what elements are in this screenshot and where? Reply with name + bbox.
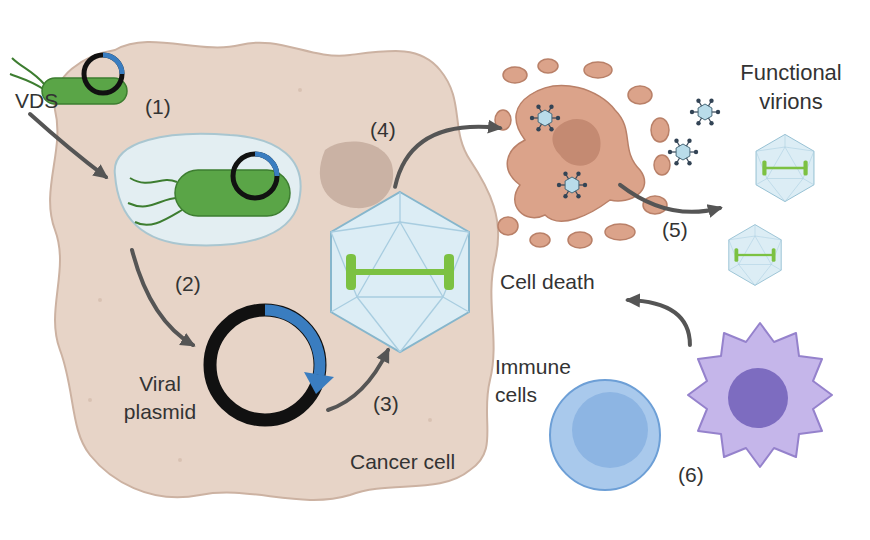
- released-virions: [530, 99, 720, 199]
- node-label: VDS: [15, 87, 85, 115]
- virion-symbol: [756, 134, 814, 201]
- cancer-cell: Cancer cell Viral plasmid: [45, 35, 505, 505]
- flow-arrow: [628, 300, 690, 345]
- callout-number: (1): [145, 95, 171, 119]
- callout-number: (4): [370, 118, 396, 142]
- node-label: Viral plasmid: [120, 370, 200, 426]
- dendritic-cell: [688, 323, 832, 467]
- immune-cell-group: Immune cells: [495, 345, 840, 505]
- cancer-cell-shape: [45, 35, 505, 505]
- lysed-cell: [495, 59, 670, 248]
- node-label: Cancer cell: [350, 448, 500, 476]
- callout-number: (2): [175, 272, 201, 296]
- callout-number: (3): [373, 392, 399, 416]
- lysed-cell-node: Cell death: [500, 60, 675, 300]
- flow-arrow: [620, 185, 720, 212]
- cancer-cell-membrane: [50, 42, 498, 500]
- virion-group: Functional virions: [720, 55, 860, 290]
- plasmid-node: Viral plasmid: [120, 300, 335, 430]
- cytoplasm-speckles: [88, 88, 462, 462]
- t-cell: [550, 380, 660, 490]
- callout-number: (5): [662, 218, 688, 242]
- node-label: Cell death: [500, 268, 630, 296]
- node-label: Immune cells: [495, 353, 581, 409]
- bacterium-label: VDS: [5, 50, 130, 125]
- node-label: Functional virions: [723, 58, 859, 116]
- cell-nucleus: [320, 142, 393, 209]
- callout-number: (6): [678, 463, 704, 487]
- virion-symbol: [729, 225, 781, 286]
